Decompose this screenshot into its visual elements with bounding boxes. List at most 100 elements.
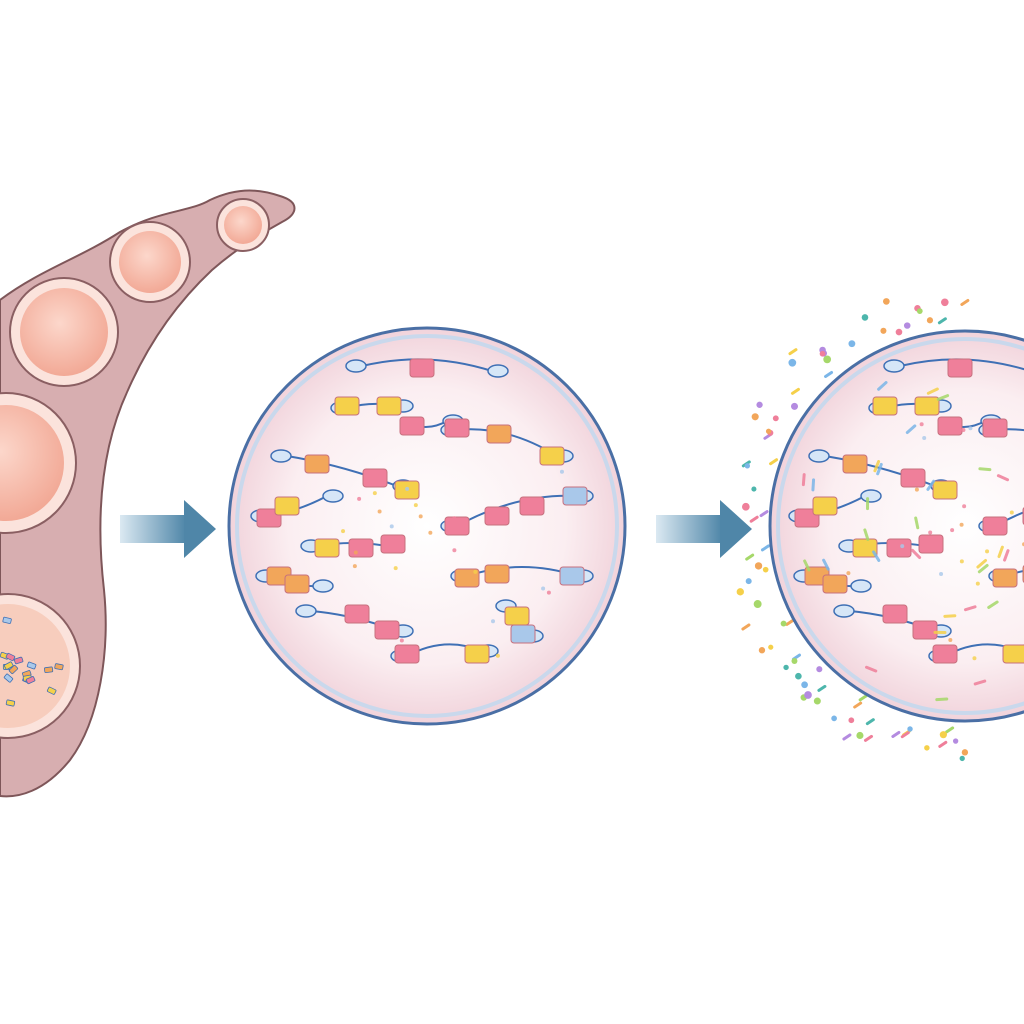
released-dot [795, 672, 802, 680]
cargo-block [334, 396, 360, 416]
cargo-block [1002, 644, 1024, 664]
chain-cap [850, 579, 872, 593]
linker-chain [994, 511, 1024, 527]
release-streak [914, 516, 920, 530]
release-streak [987, 600, 999, 609]
released-dot [754, 562, 763, 570]
cargo-dot [894, 552, 899, 557]
cargo-block [394, 644, 420, 664]
released-fragment [900, 731, 910, 739]
chain-cap [345, 359, 367, 373]
released-fragment [824, 370, 834, 378]
released-dot [772, 415, 779, 422]
released-dot [783, 664, 789, 671]
cell-cargo [3, 661, 14, 670]
cargo-dot [950, 528, 955, 533]
cargo-dot [975, 581, 980, 586]
cargo-block [842, 454, 868, 474]
release-streak [822, 558, 830, 571]
release-streak [803, 559, 811, 572]
released-fragment [760, 544, 770, 552]
released-dot [804, 691, 812, 699]
release-streak [873, 460, 881, 473]
cell-cargo [26, 661, 37, 670]
released-dot [768, 644, 774, 650]
cargo-dot [928, 530, 933, 535]
released-fragment [853, 701, 863, 709]
released-fragment [745, 553, 755, 561]
released-dot [765, 428, 772, 434]
cargo-dot [939, 571, 944, 576]
cargo-dot [452, 516, 457, 521]
released-dot [848, 340, 856, 348]
released-dot [880, 327, 887, 334]
release-streak [872, 550, 881, 562]
chain-cap [295, 604, 317, 618]
cargo-block [559, 566, 585, 586]
vesicle-contents [250, 358, 594, 664]
released-dot [736, 588, 744, 596]
cell-cargo [5, 699, 16, 707]
cargo-dot [846, 571, 851, 576]
released-fragment [790, 387, 800, 395]
cargo-block [982, 516, 1008, 536]
released-fragment [759, 510, 769, 518]
cargo-block [932, 480, 958, 500]
cargo-block [822, 574, 848, 594]
cargo-block [444, 516, 470, 536]
cell-small-top [216, 198, 270, 252]
cargo-block [912, 620, 938, 640]
cargo-block [872, 396, 898, 416]
cargo-dot [959, 559, 964, 564]
arrow-2 [656, 500, 752, 558]
cell-cargo [8, 664, 19, 675]
cargo-block [982, 418, 1008, 438]
released-dot [791, 658, 798, 664]
cargo-dot [948, 638, 953, 643]
released-fragment [817, 684, 827, 692]
cargo-block [519, 496, 545, 516]
cargo-block [900, 468, 926, 488]
released-dot [816, 666, 823, 673]
release-streak [876, 462, 883, 476]
released-fragment [858, 694, 868, 702]
cargo-block [362, 468, 388, 488]
released-dot [790, 402, 799, 410]
release-streak [801, 473, 806, 487]
cargo-block [376, 396, 402, 416]
chain-cap [833, 604, 855, 618]
cargo-block [284, 574, 310, 594]
released-dot [762, 566, 769, 573]
cargo-block [918, 534, 944, 554]
release-streak [1003, 549, 1010, 562]
cargo-block [484, 506, 510, 526]
cargo-block [504, 606, 530, 626]
released-dot [848, 717, 855, 724]
cargo-dot [985, 549, 990, 554]
cargo-dot [968, 426, 973, 431]
release-streak [976, 558, 988, 569]
cargo-dot [541, 586, 546, 591]
cargo-dot [405, 486, 410, 491]
cargo-block [932, 644, 958, 664]
released-dot [823, 355, 832, 364]
released-dot [745, 578, 752, 585]
cargo-dot [900, 544, 905, 549]
cell-cargo [5, 652, 16, 662]
cargo-block [484, 564, 510, 584]
cargo-block [374, 620, 400, 640]
released-fragment [842, 733, 852, 741]
released-dot [924, 745, 930, 751]
released-dot [801, 681, 808, 689]
cargo-dot [357, 496, 362, 501]
released-dot [856, 731, 864, 740]
cell-cargo [25, 676, 36, 685]
cargo-block [886, 538, 912, 558]
release-streak [936, 394, 950, 401]
release-streak [926, 479, 936, 491]
cargo-dot [919, 422, 924, 427]
cargo-block [852, 538, 878, 558]
cargo-block [348, 538, 374, 558]
release-streak [905, 424, 917, 435]
